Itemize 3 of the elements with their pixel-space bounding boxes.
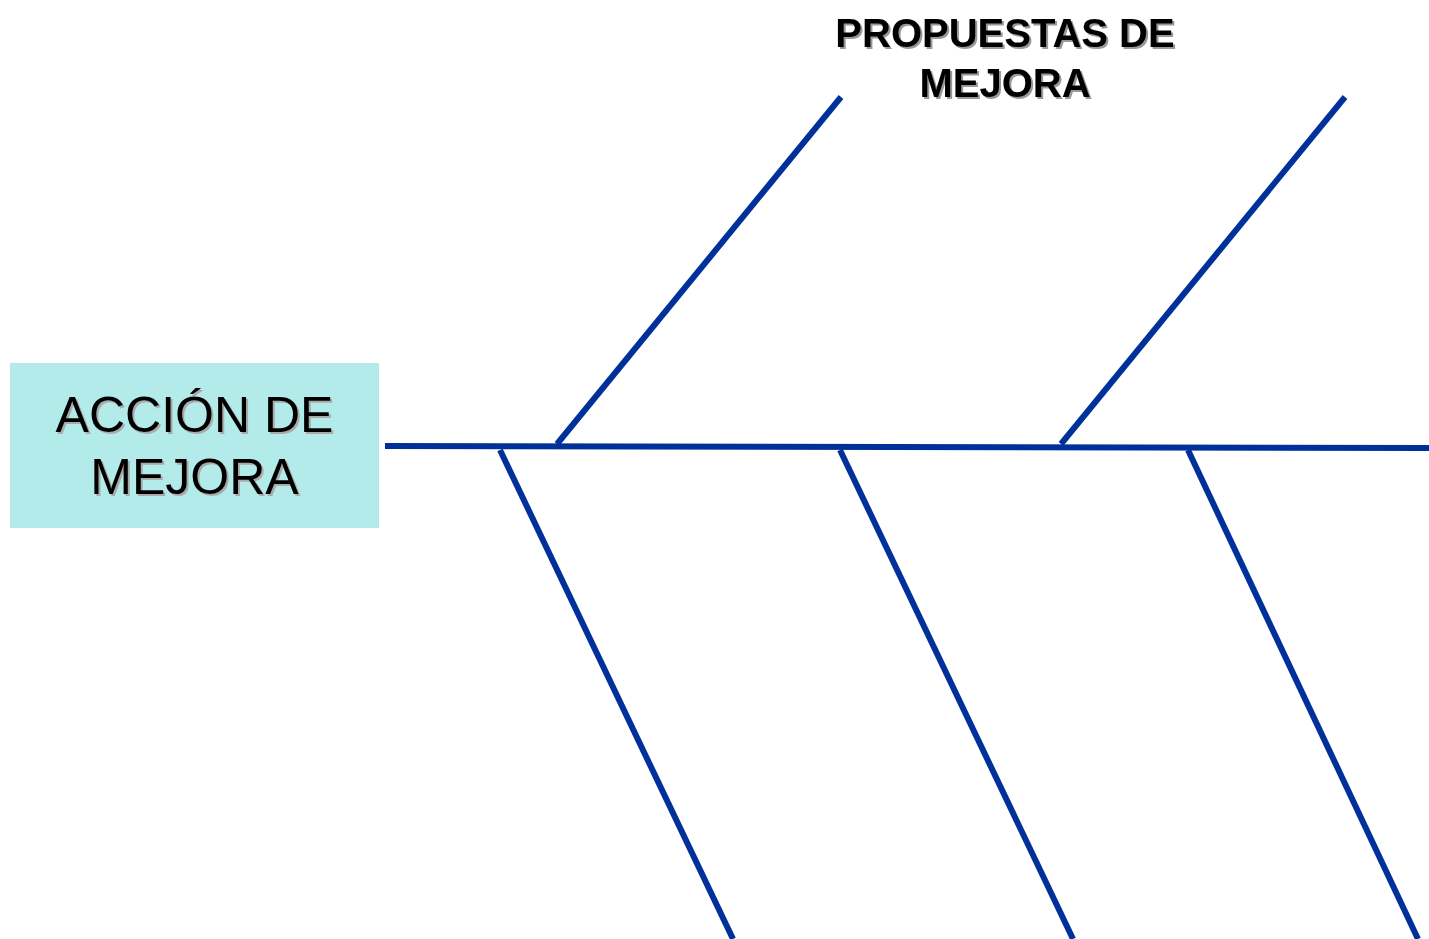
title: PROPUESTAS DE MEJORA (834, 10, 1176, 107)
effect-box (10, 363, 379, 528)
box-text: ACCIÓN DE MEJORA (54, 385, 335, 507)
